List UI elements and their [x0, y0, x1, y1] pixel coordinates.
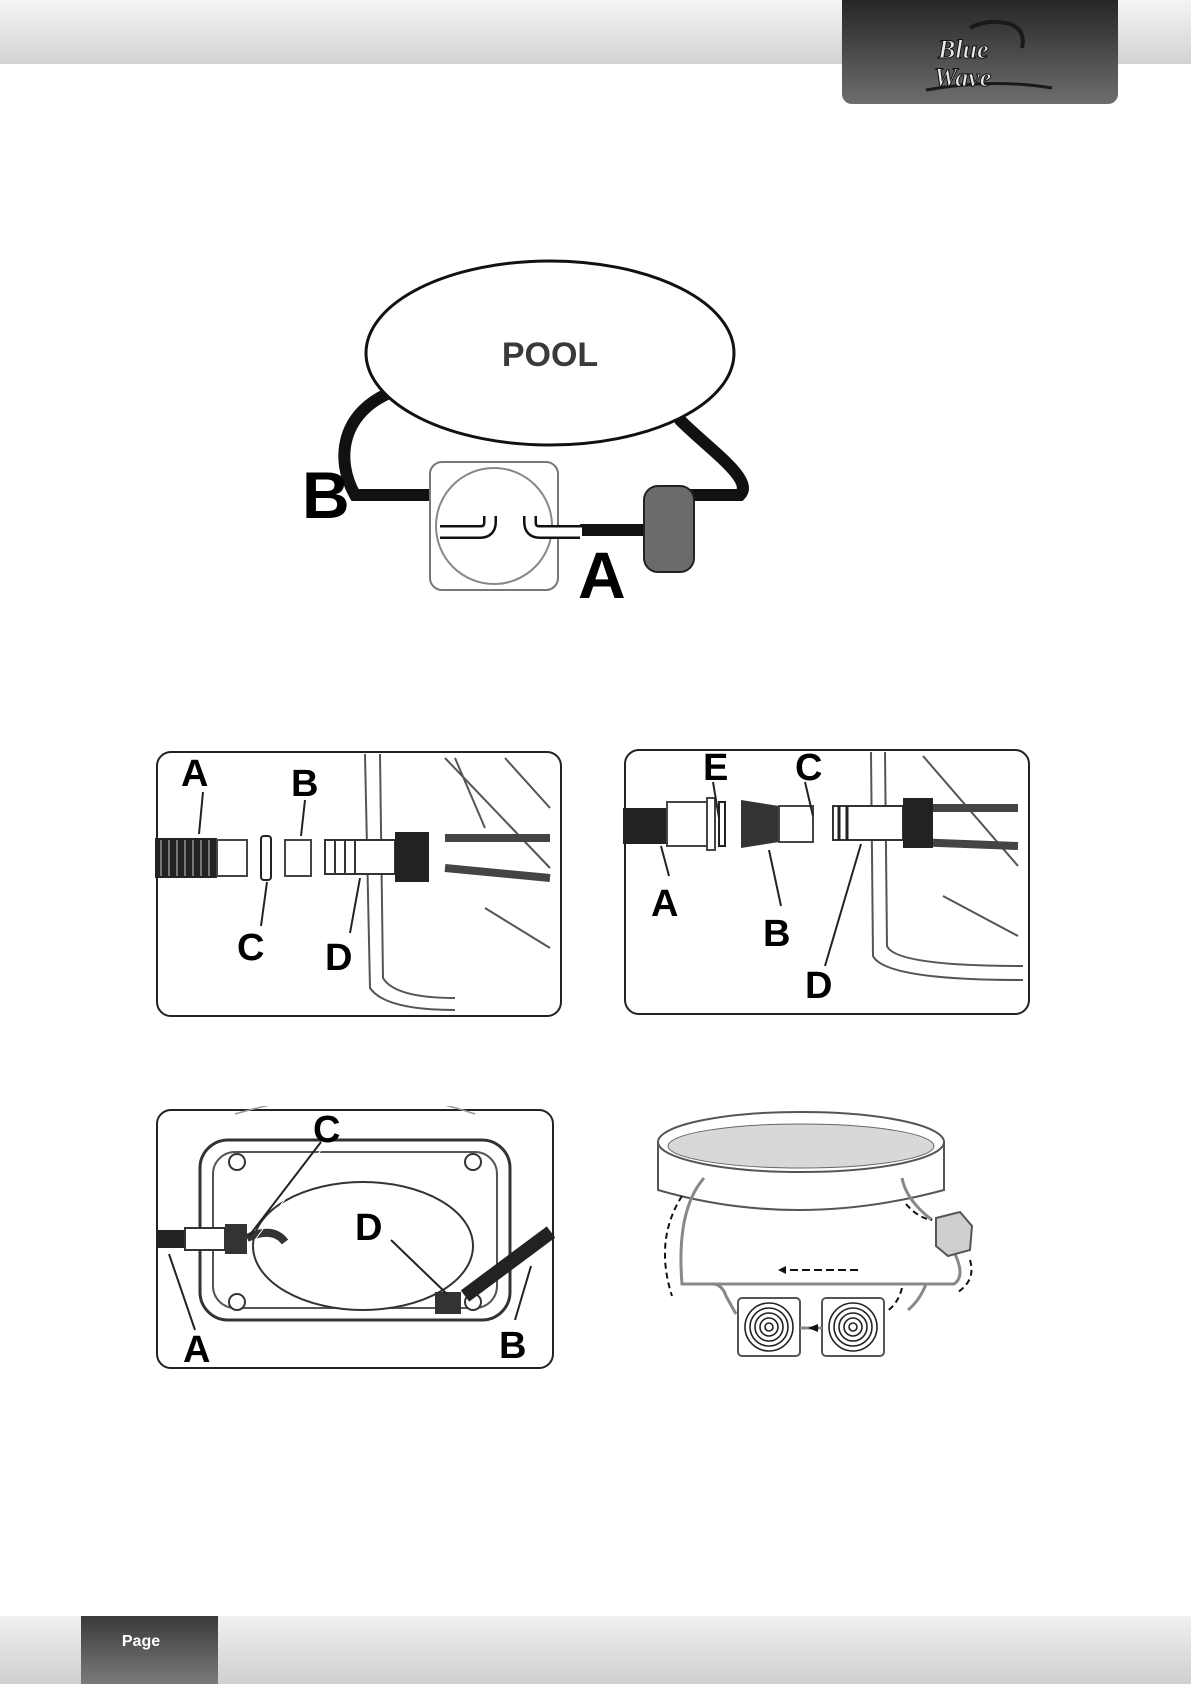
label-a: A [181, 753, 208, 795]
blue-wave-logo: Blue Wave [842, 0, 1118, 104]
label-b: B [763, 913, 790, 955]
label-a: A [651, 883, 678, 925]
connector-c [225, 1224, 247, 1254]
label-c: C [795, 747, 822, 789]
brand-line1: Blue [937, 35, 989, 64]
adapter-b [285, 840, 311, 876]
pool-water [668, 1124, 934, 1168]
pump-icon [644, 486, 694, 572]
hose-return [680, 420, 743, 495]
label-a: A [183, 1329, 210, 1371]
label-c: C [313, 1109, 340, 1151]
label-d: D [355, 1207, 382, 1249]
heater-2 [822, 1298, 884, 1356]
ring-c [261, 836, 271, 880]
pool-label: POOL [502, 336, 598, 374]
label-c: C [237, 927, 264, 969]
ring-e [719, 802, 725, 846]
page-tab: Page [81, 1616, 218, 1684]
heater-base-view: C D A B [155, 1106, 557, 1372]
brand-logo-tab: Blue Wave [842, 0, 1118, 104]
label-b: B [291, 763, 318, 805]
hose-a [623, 808, 667, 844]
label-a: A [578, 538, 626, 610]
page-label: Page [81, 1633, 201, 1651]
flow-diagram [636, 1100, 996, 1360]
hose-a [157, 1230, 185, 1248]
label-d: D [325, 937, 352, 979]
connector-assembly-2: E C A B D [623, 746, 1033, 1016]
connector-d [833, 806, 903, 840]
label-b: B [302, 458, 350, 532]
pool-connection-diagram: POOL B A [280, 240, 760, 610]
heater-1 [738, 1298, 800, 1356]
connector-d [435, 1292, 461, 1314]
connector-assembly-1: A B C D [155, 748, 565, 1018]
label-e: E [703, 747, 728, 789]
pump-icon [936, 1212, 972, 1256]
adapter-b [741, 800, 779, 848]
brand-line2: Wave [934, 63, 991, 92]
label-d: D [805, 965, 832, 1007]
pump-outlet-pipe [712, 1252, 960, 1284]
label-b: B [499, 1325, 526, 1367]
